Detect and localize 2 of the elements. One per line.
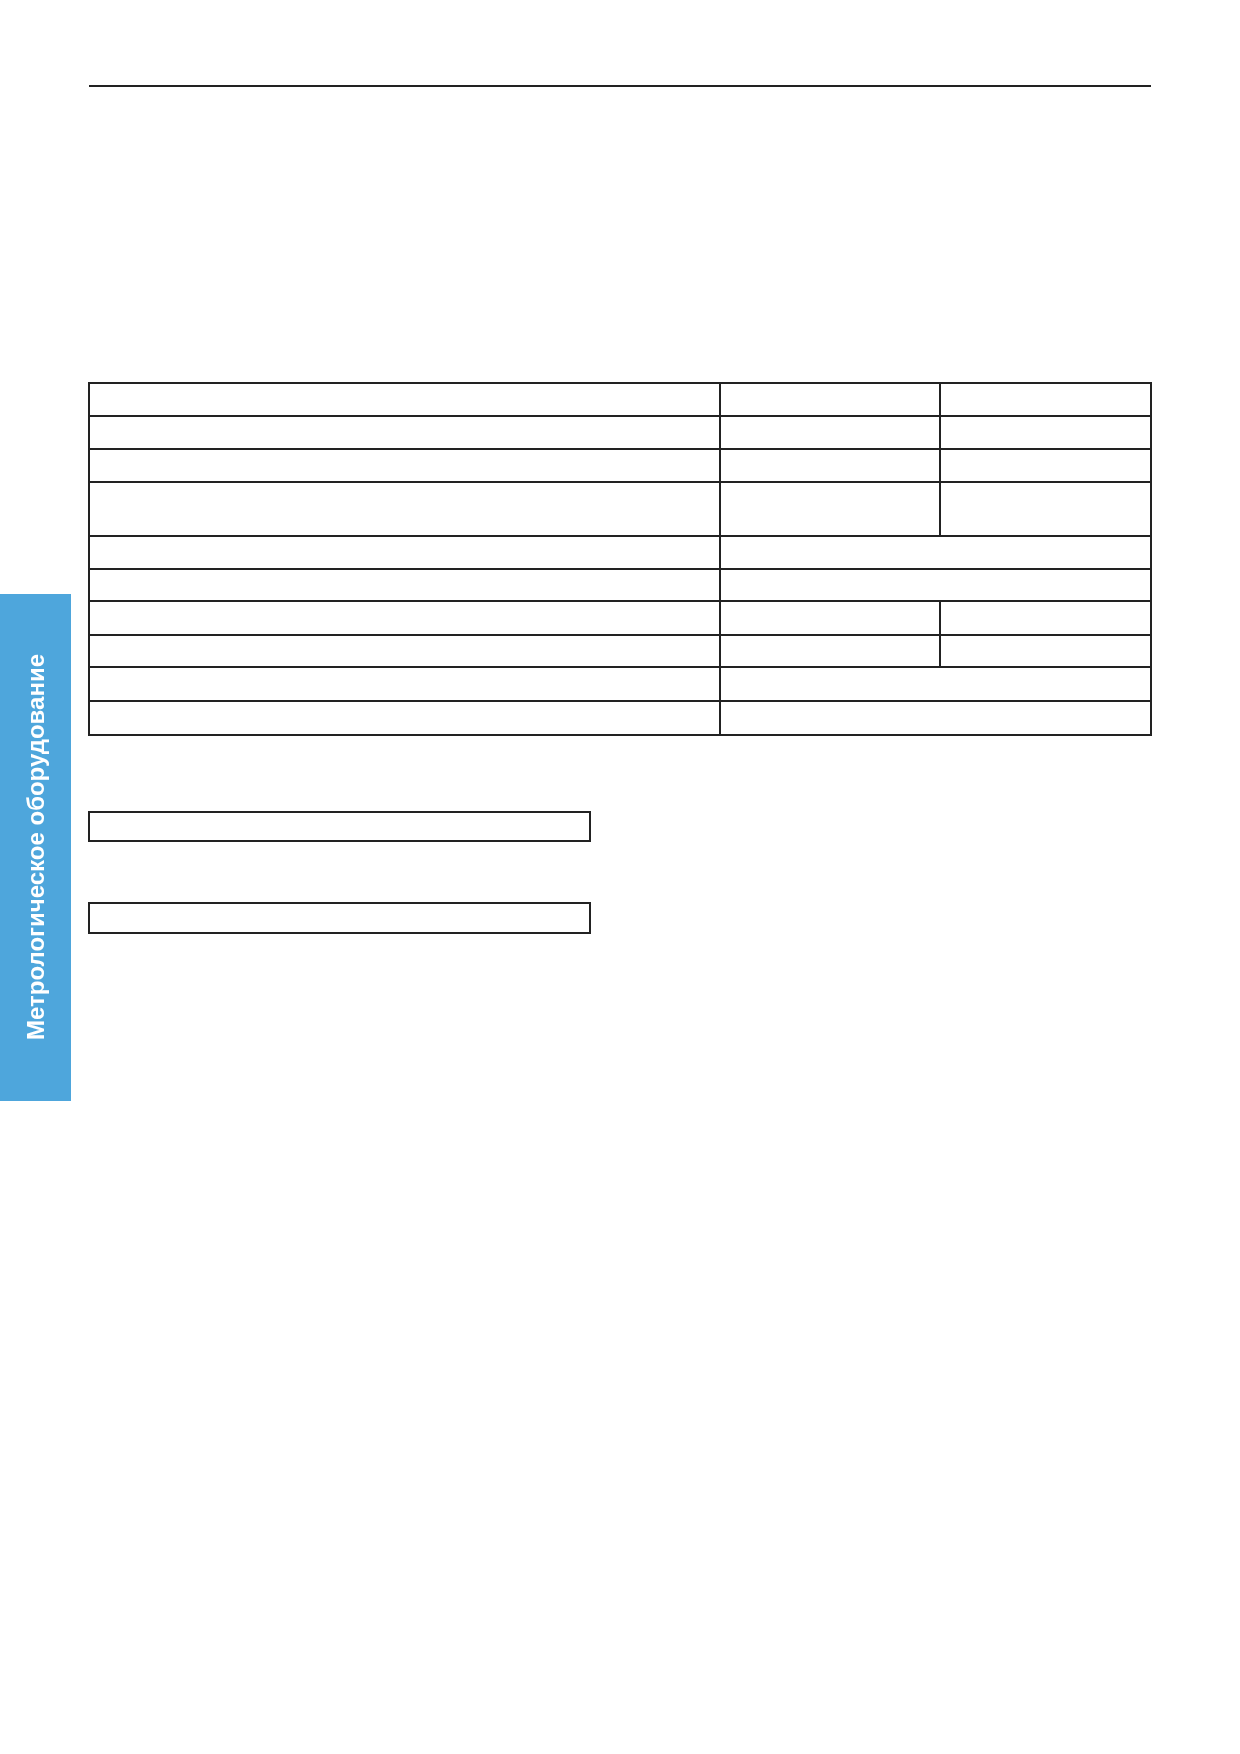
section-title: Метрологическое оборудование	[21, 654, 50, 1041]
side-tab	[0, 594, 71, 1101]
